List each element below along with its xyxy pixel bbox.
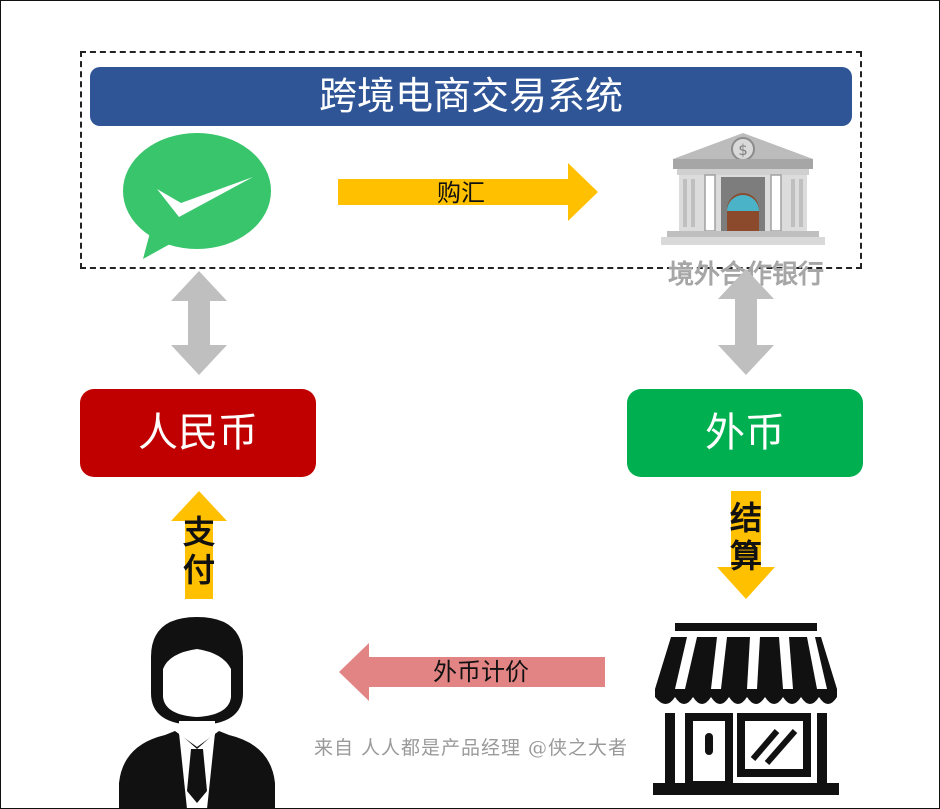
pay-label: 支付 xyxy=(182,513,215,589)
settle-arrow xyxy=(717,491,775,599)
system-title-banner: 跨境电商交易系统 xyxy=(90,67,852,126)
pay-arrow xyxy=(171,491,227,599)
watermark: 来自 人人都是产品经理 @侠之大者 xyxy=(313,737,629,759)
svg-text:$: $ xyxy=(738,141,748,159)
purchase-fx-label: 购汇 xyxy=(437,179,485,207)
foreign-currency-node: 外币 xyxy=(627,389,863,477)
wechat-icon xyxy=(123,133,271,259)
rmb-node: 人民币 xyxy=(80,389,316,477)
purchase-fx-arrow xyxy=(338,163,598,221)
fx-exchange-double-arrow xyxy=(718,269,774,375)
rmb-exchange-double-arrow xyxy=(171,271,227,375)
bank-icon: $ xyxy=(661,133,825,245)
person-icon xyxy=(119,617,275,808)
fx-pricing-label: 外币计价 xyxy=(433,658,529,686)
fx-pricing-arrow xyxy=(339,643,605,701)
settle-label: 结算 xyxy=(729,499,762,575)
store-icon xyxy=(653,623,839,795)
system-boundary xyxy=(80,51,862,269)
